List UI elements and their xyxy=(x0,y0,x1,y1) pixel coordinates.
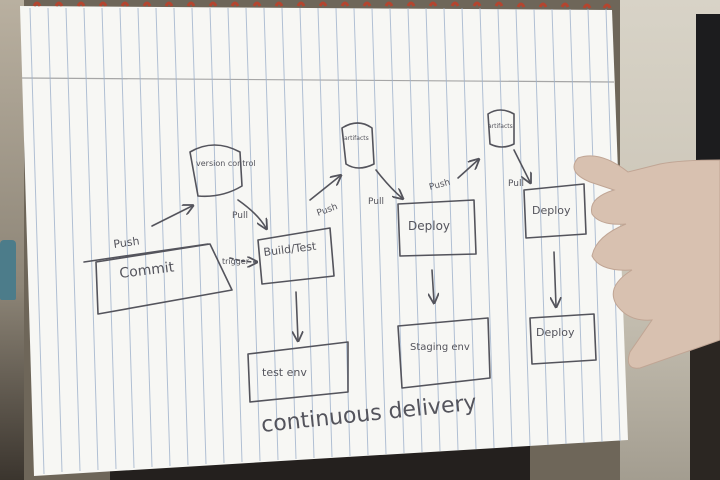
artifacts-cylinder-2 xyxy=(487,109,515,148)
arrow-trigger xyxy=(229,258,256,262)
artifacts-cylinder-1 xyxy=(341,122,375,169)
label-commit: Commit xyxy=(119,259,176,282)
header-rule xyxy=(21,77,615,83)
arrow-pull-1 xyxy=(237,199,266,228)
label-test-env: test env xyxy=(262,366,307,379)
label-deploy-2: Deploy xyxy=(532,204,571,217)
test-env-box xyxy=(247,341,349,403)
spiral-binding xyxy=(32,1,612,9)
water-bottle xyxy=(0,240,16,300)
arrow-push-1 xyxy=(151,206,192,227)
baseline-stroke xyxy=(83,243,209,263)
deploy-box-3 xyxy=(529,313,597,365)
arrow-push-2 xyxy=(309,176,340,201)
label-push-1: Push xyxy=(113,234,141,251)
label-pull-1: Pull xyxy=(232,211,248,221)
deploy-box-1 xyxy=(397,199,477,257)
label-deploy-1: Deploy xyxy=(408,219,450,233)
deploy-box-2 xyxy=(523,183,587,239)
staging-env-box xyxy=(397,317,491,389)
hand xyxy=(573,155,720,369)
arrow-pull-2 xyxy=(375,169,402,198)
label-version-control: version control xyxy=(196,159,256,168)
label-build-test: Build/Test xyxy=(263,240,318,259)
label-artifacts-2: artifacts xyxy=(488,123,513,130)
label-deploy-3: Deploy xyxy=(536,326,575,339)
notebook-page xyxy=(20,6,628,476)
version-control-shape xyxy=(189,144,243,198)
arrow-push-3 xyxy=(457,160,478,179)
label-artifacts-1: artifacts xyxy=(344,135,369,142)
label-pull-3: Pull xyxy=(508,179,524,189)
label-trigger: trigger xyxy=(222,257,250,266)
label-staging-env: Staging env xyxy=(410,342,470,353)
arrow-down-deploy xyxy=(554,251,556,306)
arrow-down-staging xyxy=(432,269,434,302)
label-pull-2: Pull xyxy=(368,197,384,207)
arrow-pull-3 xyxy=(513,149,530,182)
build-test-box xyxy=(257,227,335,285)
arrow-down-test xyxy=(296,291,298,340)
furniture xyxy=(690,328,720,480)
ruled-lines xyxy=(29,7,621,475)
